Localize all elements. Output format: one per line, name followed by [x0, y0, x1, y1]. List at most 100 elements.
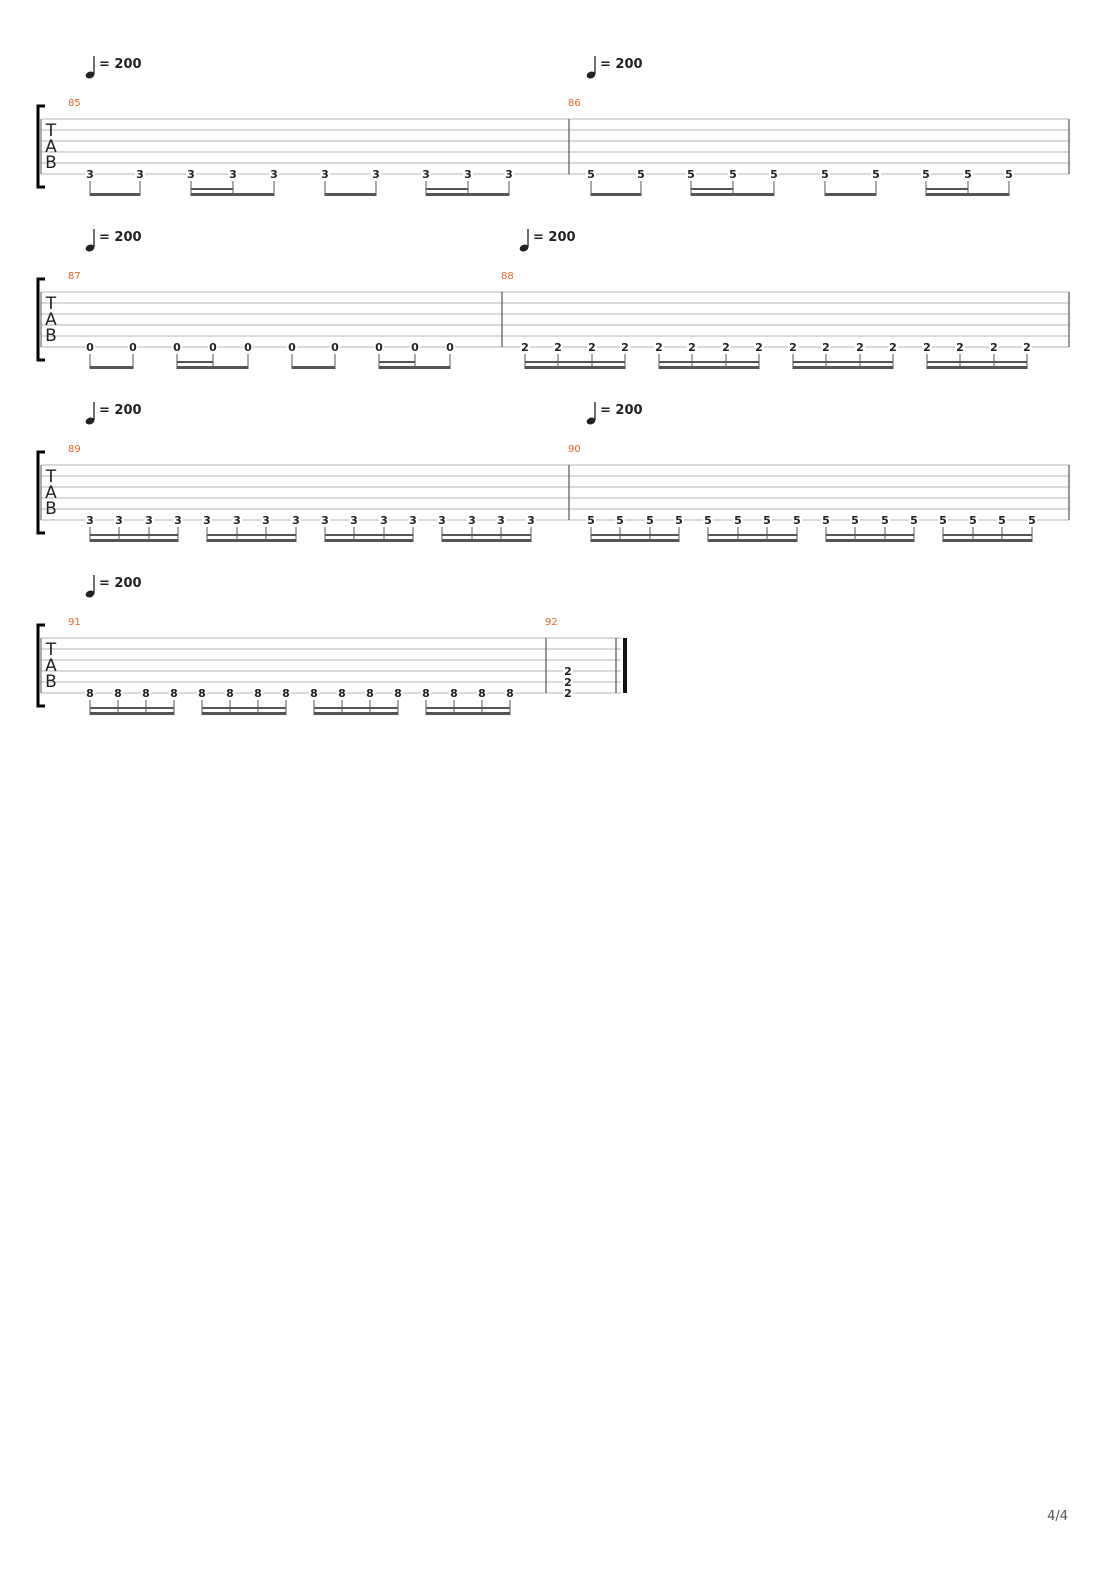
fret-number: 2 — [688, 341, 696, 354]
beam-primary — [943, 539, 1032, 542]
beam-primary — [90, 366, 133, 369]
fret-background — [408, 514, 418, 526]
fret-number: 5 — [616, 514, 624, 527]
beam-secondary — [591, 534, 679, 536]
beam-primary — [426, 193, 509, 196]
fret-number: 5 — [770, 168, 778, 181]
fret-background — [586, 168, 596, 180]
fret-background — [437, 514, 447, 526]
fret-number: 8 — [506, 687, 514, 700]
measure-number: 86 — [568, 98, 581, 109]
fret-number: 2 — [564, 676, 572, 689]
fret-number: 5 — [922, 168, 930, 181]
quarter-note-icon — [85, 71, 95, 79]
fret-number: 3 — [145, 514, 153, 527]
fret-background — [721, 341, 731, 353]
fret-number: 8 — [338, 687, 346, 700]
fret-background — [287, 341, 297, 353]
fret-background — [1022, 341, 1032, 353]
fret-number: 8 — [450, 687, 458, 700]
fret-background — [687, 341, 697, 353]
fret-background — [85, 341, 95, 353]
fret-number: 5 — [793, 514, 801, 527]
fret-number: 5 — [969, 514, 977, 527]
fret-number: 2 — [621, 341, 629, 354]
tempo-label: = 200 — [600, 57, 643, 72]
fret-background — [269, 168, 279, 180]
fret-number: 8 — [366, 687, 374, 700]
fret-background — [997, 514, 1007, 526]
fret-background — [445, 341, 455, 353]
beam-secondary — [90, 707, 174, 709]
fret-number: 5 — [763, 514, 771, 527]
fret-number: 8 — [478, 687, 486, 700]
system-bracket — [36, 277, 45, 362]
fret-number: 3 — [262, 514, 270, 527]
fret-background — [674, 514, 684, 526]
fret-number: 3 — [292, 514, 300, 527]
beam-primary — [314, 712, 398, 715]
fret-background — [871, 168, 881, 180]
fret-number: 3 — [497, 514, 505, 527]
fret-number: 3 — [527, 514, 535, 527]
quarter-note-icon — [85, 244, 95, 252]
fret-number: 0 — [375, 341, 383, 354]
measure-number: 89 — [68, 444, 81, 455]
fret-number: 5 — [998, 514, 1006, 527]
fret-background — [989, 341, 999, 353]
fret-background — [968, 514, 978, 526]
beam-primary — [177, 366, 248, 369]
fret-number: 2 — [655, 341, 663, 354]
fret-number: 5 — [964, 168, 972, 181]
beam-primary — [90, 712, 174, 715]
fret-number: 3 — [438, 514, 446, 527]
fret-number: 8 — [170, 687, 178, 700]
quarter-note-icon — [85, 417, 95, 425]
fret-number: 8 — [86, 687, 94, 700]
beam-primary — [191, 193, 274, 196]
fret-background — [821, 514, 831, 526]
fret-background — [855, 341, 865, 353]
fret-background — [586, 514, 596, 526]
beam-secondary — [325, 534, 413, 536]
fret-background — [114, 514, 124, 526]
fret-number: 2 — [755, 341, 763, 354]
fret-number: 0 — [86, 341, 94, 354]
fret-number: 5 — [637, 168, 645, 181]
fret-background — [733, 514, 743, 526]
tab-clef-letter: T — [45, 121, 57, 141]
fret-background — [520, 341, 530, 353]
fret-number: 2 — [554, 341, 562, 354]
beam-secondary — [525, 361, 625, 363]
fret-number: 3 — [203, 514, 211, 527]
fret-background — [477, 687, 487, 699]
fret-number: 2 — [564, 687, 572, 700]
beam-primary — [90, 193, 140, 196]
fret-background — [320, 168, 330, 180]
fret-background — [888, 341, 898, 353]
fret-background — [880, 514, 890, 526]
fret-background — [1004, 168, 1014, 180]
fret-number: 0 — [411, 341, 419, 354]
fret-number: 0 — [129, 341, 137, 354]
beam-primary — [442, 539, 531, 542]
beam-primary — [708, 539, 797, 542]
fret-number: 0 — [331, 341, 339, 354]
fret-number: 8 — [198, 687, 206, 700]
fret-background — [821, 341, 831, 353]
tab-clef-letter: B — [45, 499, 57, 519]
fret-number: 5 — [687, 168, 695, 181]
fret-number: 5 — [939, 514, 947, 527]
fret-background — [938, 514, 948, 526]
tab-clef-letter: T — [45, 467, 57, 487]
fret-background — [197, 687, 207, 699]
fret-background — [636, 168, 646, 180]
fret-number: 3 — [136, 168, 144, 181]
fret-background — [728, 168, 738, 180]
fret-background — [349, 514, 359, 526]
fret-background — [85, 687, 95, 699]
fret-background — [463, 168, 473, 180]
beam-secondary — [90, 534, 178, 536]
fret-number: 3 — [321, 514, 329, 527]
tab-clef-letter: T — [45, 294, 57, 314]
